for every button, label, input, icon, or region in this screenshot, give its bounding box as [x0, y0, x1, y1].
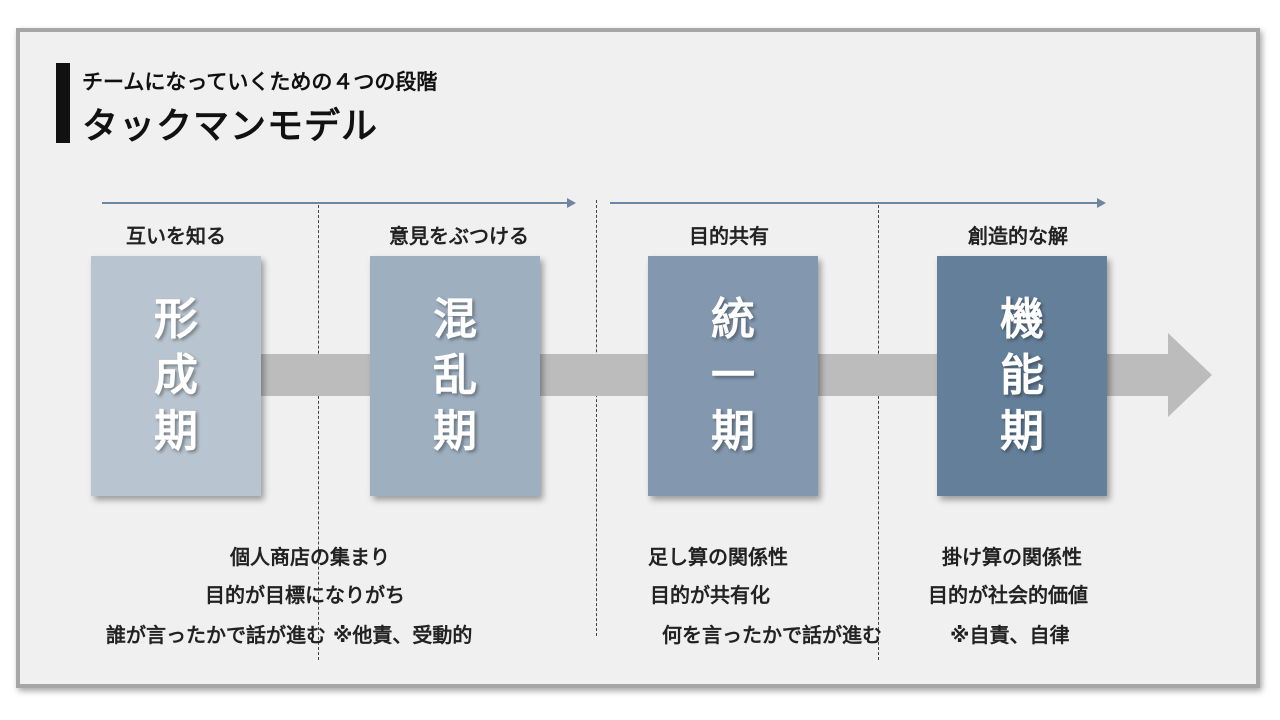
title-accent-bar — [56, 63, 70, 143]
desc-middle-line-2: 目的が共有化 — [650, 583, 770, 607]
stage-char: 能 — [1000, 350, 1044, 401]
stage-char: 統 — [711, 294, 755, 345]
stage-char: 期 — [433, 406, 477, 457]
divider-2 — [596, 200, 597, 636]
desc-right-line-3: ※自責、自律 — [950, 623, 1070, 647]
desc-middle-line-3: 何を言ったかで話が進む — [662, 623, 882, 647]
desc-right-line-1: 掛け算の関係性 — [942, 545, 1082, 569]
slide-subtitle: チームになっていくための４つの段階 — [82, 70, 438, 94]
flow-arrow-head — [1168, 333, 1212, 417]
desc-left-line-3: 誰が言ったかで話が進む ※他責、受動的 — [106, 623, 473, 647]
divider-3 — [878, 205, 879, 660]
stage-box-norming: 統 一 期 — [648, 256, 818, 496]
stage-label-forming: 互いを知る — [126, 224, 226, 248]
desc-right-line-2: 目的が社会的価値 — [928, 583, 1088, 607]
slide-title: タックマンモデル — [82, 106, 379, 147]
desc-left-line-1: 個人商店の集まり — [230, 545, 390, 569]
stage-box-storming: 混 乱 期 — [370, 256, 540, 496]
phase-arrow-late — [610, 198, 1106, 208]
stage-char: 一 — [711, 350, 755, 401]
stage-char: 期 — [711, 406, 755, 457]
phase-arrow-early — [102, 198, 576, 208]
stage-label-norming: 目的共有 — [689, 224, 769, 248]
stage-char: 形 — [154, 294, 198, 345]
stage-char: 乱 — [433, 350, 477, 401]
stage-char: 期 — [154, 406, 198, 457]
stage-box-forming: 形 成 期 — [91, 256, 261, 496]
divider-1 — [318, 205, 319, 660]
stage-label-storming: 意見をぶつける — [389, 224, 529, 248]
stage-box-performing: 機 能 期 — [937, 256, 1107, 496]
stage-char: 成 — [154, 350, 198, 401]
stage-char: 機 — [1000, 294, 1044, 345]
desc-left-line-2: 目的が目標になりがち — [205, 583, 405, 607]
stage-char: 期 — [1000, 406, 1044, 457]
stage-char: 混 — [433, 294, 477, 345]
stage-label-performing: 創造的な解 — [968, 224, 1068, 248]
desc-middle-line-1: 足し算の関係性 — [648, 545, 788, 569]
